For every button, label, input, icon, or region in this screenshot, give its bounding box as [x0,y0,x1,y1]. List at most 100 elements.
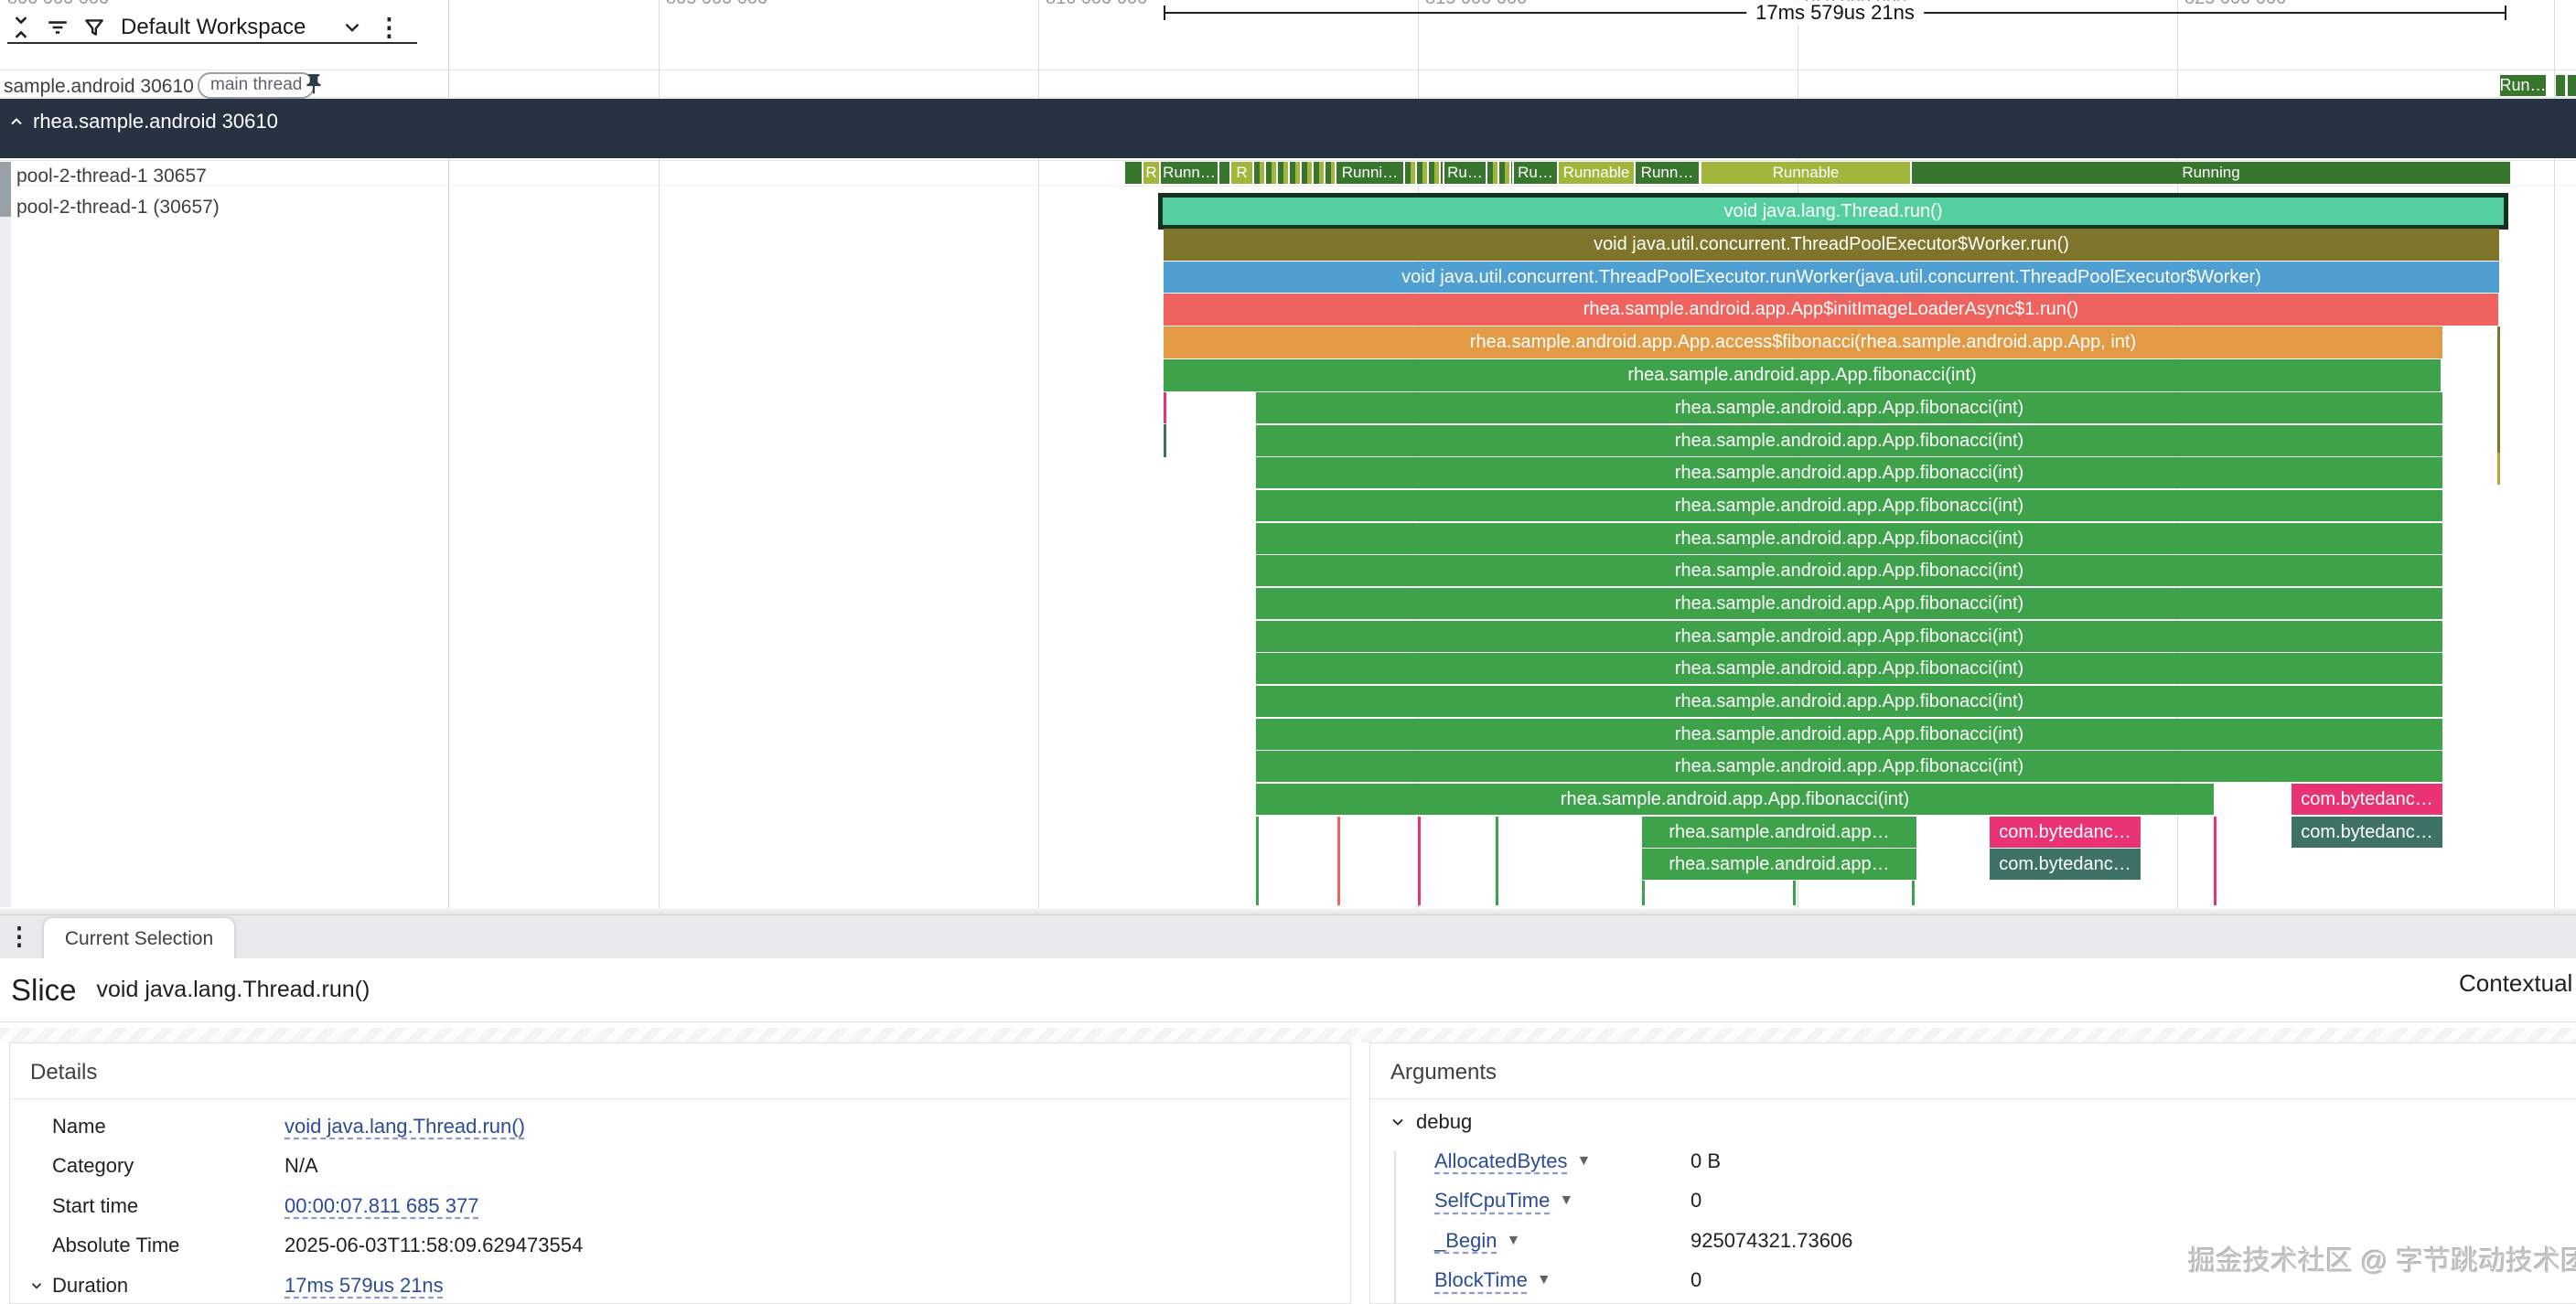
thread-state-slice[interactable]: Ru… [1444,162,1486,184]
flame-slice-tiny[interactable] [2497,453,2500,485]
argument-row: _Begin▼925074321.73606 [1370,1221,2576,1261]
track-label-sched-thread[interactable]: pool-2-thread-1 30657 [16,166,207,187]
arg-group-debug[interactable]: debug [1416,1110,1473,1133]
argument-name[interactable]: AllocatedBytes ▼ [1434,1149,1690,1173]
argument-link[interactable]: AllocatedBytes [1434,1149,1568,1172]
details-row-label: Start time [52,1193,139,1217]
thread-state-slice[interactable]: Runnable [1559,162,1634,184]
thread-state-slice[interactable] [1219,162,1229,184]
flame-slice-tiny[interactable] [1496,817,1498,905]
thread-state-slice[interactable]: Running [1912,162,2510,184]
flame-slice-tiny[interactable] [1642,881,1645,905]
thread-state-slice[interactable]: Runn… [1161,162,1218,184]
collapse-tracks-icon[interactable] [5,12,37,43]
flame-slice[interactable]: com.bytedanc… [1990,817,2141,848]
flame-slice[interactable]: rhea.sample.android.app.App.access$fibon… [1164,326,2442,358]
thread-state-slice[interactable] [1254,162,1335,184]
flame-slice[interactable]: com.bytedanc… [1990,849,2141,880]
row-divider [0,186,2576,187]
details-row-value[interactable]: 00:00:07.811 685 377 [284,1193,479,1217]
contextual-options-button[interactable]: Contextual [2459,969,2573,997]
details-row-value: 2025-06-03T11:58:09.629473554 [284,1234,584,1257]
argument-name[interactable]: SelfCpuTime ▼ [1434,1189,1690,1213]
row-divider [0,97,2576,98]
main-thread-slice[interactable]: Run… [2500,75,2546,96]
tabbar-menu-icon[interactable]: ⋮ [6,922,32,950]
argument-link[interactable]: BlockTime [1434,1268,1528,1292]
thread-state-slice[interactable]: Runn… [1636,162,1699,184]
selected-slice[interactable]: void java.lang.Thread.run() [1158,193,2508,230]
filter-list-icon[interactable] [42,12,73,43]
flame-slice[interactable]: void java.util.concurrent.ThreadPoolExec… [1164,262,2499,293]
thread-state-slice[interactable] [1125,162,1142,184]
flame-slice[interactable]: rhea.sample.android.app.App.fibonacci(in… [1256,555,2442,586]
ruler-timestamp: 815 000 000 [1425,0,1527,9]
filter-funnel-icon[interactable] [79,12,110,43]
argument-name[interactable]: BlockTime ▼ [1434,1268,1690,1292]
flame-slice-tiny[interactable] [1164,424,1166,457]
track-label-flame-thread[interactable]: pool-2-thread-1 (30657) [16,197,220,218]
details-row-value[interactable]: 17ms 579us 21ns [284,1273,444,1297]
process-group-header[interactable]: rhea.sample.android 30610 [0,99,2576,158]
flame-slice-tiny[interactable] [2214,817,2216,905]
flame-slice[interactable]: com.bytedanc… [2292,817,2442,848]
flame-slice-tiny[interactable] [2497,326,2500,453]
flame-slice[interactable]: rhea.sample.android.app.App.fibonacci(in… [1256,784,2214,815]
details-row-value[interactable]: void java.lang.Thread.run() [284,1114,525,1138]
flame-slice[interactable]: rhea.sample.android.app.App$initImageLoa… [1164,294,2498,326]
argument-row: AllocatedBytes▼0 B [1370,1141,2576,1181]
timeline-gridline [2554,0,2555,908]
main-thread-slice[interactable] [2568,75,2576,96]
chevron-down-icon[interactable] [1389,1113,1407,1131]
flame-slice[interactable]: rhea.sample.android.app.App.fibonacci(in… [1256,686,2442,717]
flame-slice-tiny[interactable] [1337,817,1340,905]
pin-icon[interactable] [302,72,326,96]
flame-slice[interactable]: rhea.sample.android.app… [1642,849,1916,880]
chevron-down-icon[interactable] [28,1277,45,1294]
group-indicator-strip-light [0,217,11,907]
main-thread-slice[interactable] [2556,75,2565,96]
flame-slice[interactable]: rhea.sample.android.app.App.fibonacci(in… [1256,392,2442,423]
flame-slice[interactable]: rhea.sample.android.app.App.fibonacci(in… [1164,359,2441,391]
track-label-main-thread[interactable]: sample.android 30610 [4,76,194,97]
thread-state-slice[interactable]: Runnable [1701,162,1910,184]
flame-slice-tiny[interactable] [1418,817,1421,905]
flame-slice[interactable]: rhea.sample.android.app.App.fibonacci(in… [1256,719,2442,750]
flame-slice[interactable]: void java.util.concurrent.ThreadPoolExec… [1164,229,2499,261]
workspace-selector[interactable]: Default Workspace [121,15,306,39]
details-row-label: Duration [10,1274,284,1298]
workspace-menu-icon[interactable]: ⋮ [376,13,402,41]
flame-slice[interactable]: com.bytedanc… [2292,784,2442,815]
argument-link[interactable]: SelfCpuTime [1434,1189,1551,1213]
argument-link[interactable]: _Begin [1434,1228,1497,1252]
argument-name[interactable]: _Begin ▼ [1434,1229,1690,1253]
flame-slice-tiny[interactable] [1793,881,1796,905]
argument-value: 0 [1690,1268,1702,1292]
flame-slice[interactable]: rhea.sample.android.app.App.fibonacci(in… [1256,751,2442,782]
dropdown-triangle-icon[interactable]: ▼ [1559,1192,1574,1209]
flame-slice[interactable]: rhea.sample.android.app.App.fibonacci(in… [1256,425,2442,456]
flame-slice[interactable]: rhea.sample.android.app.App.fibonacci(in… [1256,588,2442,619]
flame-slice[interactable]: rhea.sample.android.app.App.fibonacci(in… [1256,621,2442,652]
thread-state-slice[interactable]: R [1143,162,1159,184]
tab-current-selection[interactable]: Current Selection [44,918,234,959]
thread-state-slice[interactable]: Ru… [1514,162,1557,184]
flame-slice[interactable]: rhea.sample.android.app.App.fibonacci(in… [1256,490,2442,521]
dropdown-triangle-icon[interactable]: ▼ [1576,1152,1592,1169]
panel-drag-handle[interactable] [0,908,2576,914]
thread-state-slice[interactable] [1405,162,1443,184]
thread-state-slice[interactable] [1487,162,1512,184]
flame-slice-tiny[interactable] [1912,881,1915,905]
thread-state-slice[interactable]: Runni… [1336,162,1403,184]
dropdown-triangle-icon[interactable]: ▼ [1536,1272,1551,1288]
flame-slice[interactable]: rhea.sample.android.app.App.fibonacci(in… [1256,653,2442,684]
chevron-down-icon[interactable] [337,12,368,43]
dropdown-triangle-icon[interactable]: ▼ [1506,1232,1521,1248]
flame-slice-tiny[interactable] [1164,392,1166,423]
flame-slice-tiny[interactable] [1256,817,1259,905]
details-row: Start time 00:00:07.811 685 377 [10,1186,1350,1226]
flame-slice[interactable]: rhea.sample.android.app… [1642,817,1916,848]
flame-slice[interactable]: rhea.sample.android.app.App.fibonacci(in… [1256,457,2442,488]
thread-state-slice[interactable]: R [1231,162,1252,184]
flame-slice[interactable]: rhea.sample.android.app.App.fibonacci(in… [1256,523,2442,554]
